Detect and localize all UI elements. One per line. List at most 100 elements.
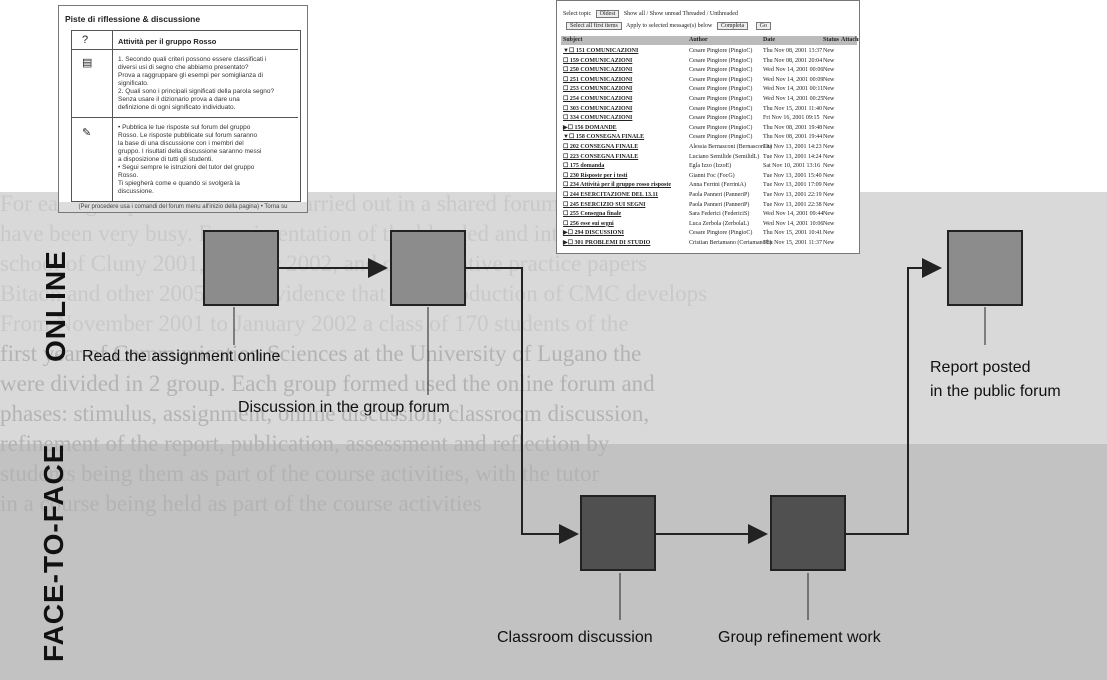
col-attachments: Attachs (841, 37, 860, 43)
thread-subject[interactable]: ▼☐ 151 COMUNICAZIONI (563, 48, 639, 54)
thread-date: Wed Nov 14, 2001 00:25 (763, 96, 824, 102)
assignment-text-line: Prova a raggruppare gli esempi per somig… (118, 72, 263, 79)
thread-author: Cesare Pingiore (PingioC) (689, 124, 753, 131)
thread-date: Wed Nov 14, 2001 00:06 (763, 67, 824, 74)
thread-subject[interactable]: ☐ 253 COMUNICAZIONI (563, 86, 633, 93)
background-text-line: From November 2001 to January 2002 a cla… (0, 311, 629, 336)
online-band (0, 192, 1107, 444)
assignment-text-line: • Segui sempre le istruzioni del tutor d… (118, 164, 255, 171)
thread-author: Anna Ferrini (FerriniA) (689, 182, 746, 189)
thread-author: Luciano Semilide (SemilidL) (689, 153, 760, 160)
thread-author: Cesare Pingiore (PingioC) (689, 134, 753, 141)
thread-author: Gianni Foc (FocG) (689, 172, 735, 179)
thread-date: Thu Nov 15, 2001 11:40 (763, 105, 822, 112)
thread-subject[interactable]: ☐ 303 COMUNICAZIONI (563, 105, 633, 112)
forum-thread-row[interactable]: ▶☐ 301 PROBLEMI DI STUDIO Cristian Bertam… (561, 239, 857, 248)
thread-subject[interactable]: ☐ 234 Attività per il gruppo rosso rispo… (563, 182, 671, 189)
node-group-forum (390, 230, 466, 306)
thread-subject[interactable]: ☐ 254 COMUNICAZIONI (563, 96, 633, 102)
thread-date: Wed Nov 14, 2001 09:44 (763, 211, 824, 218)
thread-date: Thu Nov 08, 2001 13:37 (763, 48, 823, 54)
thread-status: New (823, 201, 835, 208)
thread-subject[interactable]: ☐ 256 esse sui segni (563, 220, 614, 227)
apply-label: Apply to selected message(s) below (626, 23, 713, 29)
sort-select[interactable]: Oldest (595, 10, 620, 18)
assignment-title: Piste di riflessione & discussione (65, 14, 201, 24)
thread-subject[interactable]: ☐ 223 CONSEGNA FINALE (563, 153, 639, 160)
col-date: Date (763, 37, 775, 43)
thread-subject[interactable]: ☐ 244 ESERCITAZIONE DEL 13.11 (563, 192, 659, 198)
assignment-screenshot: Piste di riflessione & discussione ? Att… (58, 5, 308, 213)
background-text-line: in a course being held as part of the co… (0, 491, 482, 516)
thread-status: New (823, 86, 835, 93)
assignment-text-line: significato. (118, 80, 149, 87)
forum-header-row: Subject Author Date Status Attachs (561, 36, 860, 45)
assignment-text-line: Ti spiegherà come e quando si svolgerà l… (118, 180, 240, 187)
assignment-text-line: a disposizione di tutti gli studenti. (118, 156, 214, 163)
thread-status: New (823, 153, 835, 160)
thread-subject[interactable]: ☐ 159 COMUNICAZIONI (563, 57, 633, 64)
forum-thread-row[interactable]: ☐ 234 Attività per il gruppo rosso rispo… (561, 181, 857, 190)
thread-author: Cesare Pingiore (PingioC) (689, 57, 753, 64)
thread-status: New (823, 172, 835, 179)
thread-status: New (823, 220, 835, 227)
thread-status: New (823, 230, 835, 237)
background-text-line: were divided in 2 group. Each group form… (0, 371, 655, 396)
thread-subject[interactable]: ▶☐ 294 DISCUSSIONI (563, 230, 625, 237)
thread-subject[interactable]: ☐ 202 CONSEGNA FINALE (563, 144, 639, 150)
thread-date: Wed Nov 14, 2001 10:06 (763, 220, 824, 227)
node-classroom-discussion (580, 495, 656, 571)
thread-status: New (823, 96, 835, 102)
arrow-forum-to-classroom (464, 267, 579, 544)
thread-subject[interactable]: ☐ 245 ESERCIZIO SUI SEGNI (563, 201, 646, 208)
thread-status: New (823, 163, 835, 170)
col-author: Author (689, 37, 708, 43)
go-button[interactable]: Go (755, 22, 771, 30)
apply-select[interactable]: Completa (716, 22, 749, 30)
thread-subject[interactable]: ☐ 175 domanda (563, 163, 605, 170)
thread-subject[interactable]: ☐ 250 COMUNICAZIONI (563, 67, 633, 74)
forum-thread-row[interactable]: ☐ 223 CONSEGNA FINALE Luciano Semilide (S… (561, 153, 857, 162)
select-all-button[interactable]: Select all first items (566, 22, 622, 30)
thread-date: Tue Nov 13, 2001 17:09 (763, 182, 822, 189)
forum-thread-row[interactable]: ▼☐ 158 CONSEGNA FINALE Cesare Pingiore (P… (561, 133, 857, 142)
thread-status: New (823, 134, 835, 141)
thread-subject[interactable]: ▶☐ 301 PROBLEMI DI STUDIO (563, 240, 651, 246)
thread-subject[interactable]: ▶☐ 156 DOMANDE (563, 124, 617, 131)
thread-author: Egla Izzo (IzzoE) (689, 163, 732, 170)
thread-subject[interactable]: ☐ 251 COMUNICAZIONI (563, 76, 633, 83)
thread-subject[interactable]: ☐ 334 COMUNICAZIONI (563, 115, 633, 122)
node-group-refinement (770, 495, 846, 571)
forum-thread-row[interactable]: ☐ 334 COMUNICAZIONI Cesare Pingiore (Ping… (561, 114, 857, 123)
thread-author: Cesare Pingiore (PingioC) (689, 115, 753, 122)
col-subject: Subject (563, 37, 583, 43)
forum-thread-row[interactable]: ☐ 230 Risposte per i testi Gianni Foc (Fo… (561, 172, 857, 181)
thread-subject[interactable]: ☐ 255 Consegna finale (563, 211, 622, 218)
thread-date: Fri Nov 16, 2001 09:15 (763, 115, 820, 122)
thread-subject[interactable]: ☐ 230 Risposte per i testi (563, 172, 628, 179)
thread-author: Cristian Bertamano (CertamanoC) (689, 240, 772, 246)
thread-date: Wed Nov 14, 2001 00:09 (763, 76, 824, 83)
label-refinement: Group refinement work (718, 629, 881, 646)
forum-thread-row[interactable]: ☐ 159 COMUNICAZIONI Cesare Pingiore (Ping… (561, 57, 857, 66)
show-links[interactable]: Show all / Show unread Threaded / Unthre… (623, 11, 738, 17)
thread-subject[interactable]: ▼☐ 158 CONSEGNA FINALE (563, 134, 645, 141)
face-to-face-band (0, 444, 1107, 680)
assignment-text-line: • Pubblica le tue risposte sul forum del… (118, 124, 251, 131)
thread-date: Tue Nov 13, 2001 14:24 (763, 153, 822, 160)
